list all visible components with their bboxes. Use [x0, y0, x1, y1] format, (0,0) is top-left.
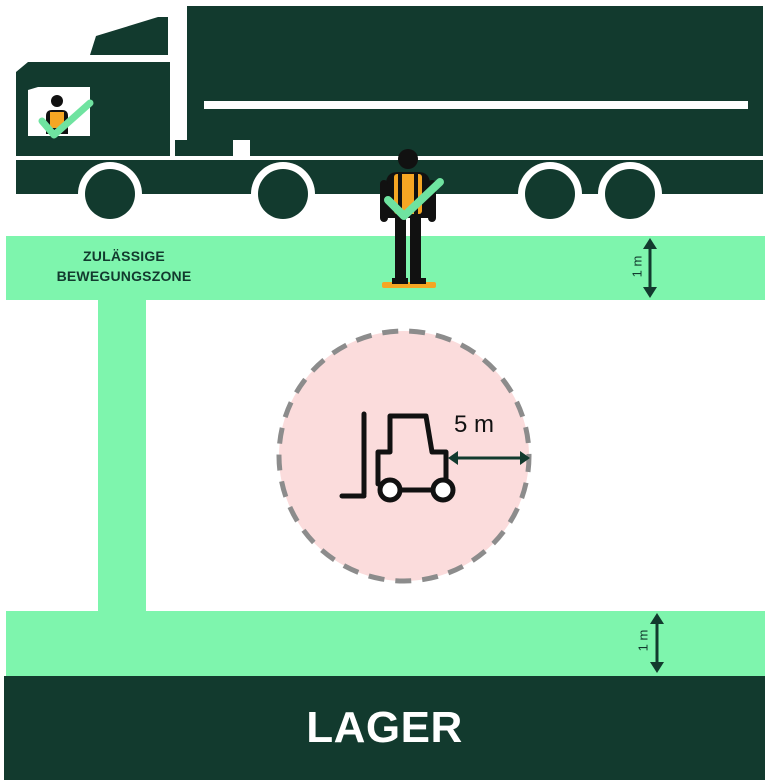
movement-zone-bottom	[6, 611, 765, 676]
bottom-width-label: 1 m	[636, 626, 651, 656]
movement-zone-label-line2: BEWEGUNGSZONE	[14, 266, 234, 286]
top-width-label: 1 m	[630, 252, 645, 282]
danger-radius-label: 5 m	[454, 411, 494, 439]
storage-label: LAGER	[306, 703, 463, 753]
storage-area: LAGER	[4, 676, 765, 780]
movement-zone-label: ZULÄSSIGE BEWEGUNGSZONE	[14, 246, 234, 286]
movement-zone-label-line1: ZULÄSSIGE	[14, 246, 234, 266]
danger-zone	[279, 331, 529, 581]
